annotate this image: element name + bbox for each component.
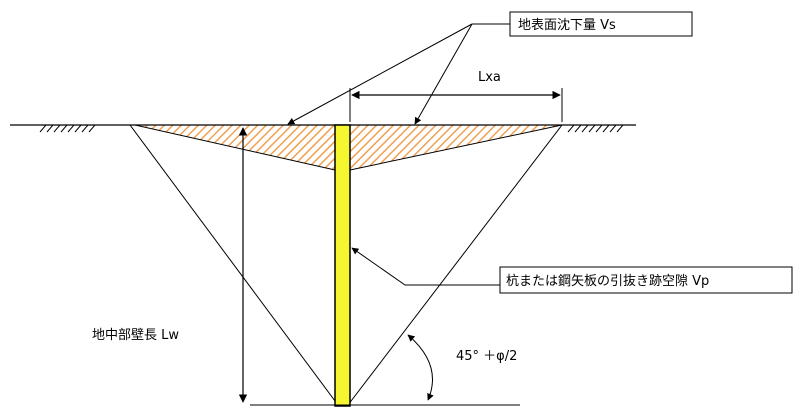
lxa-label: Lxa — [478, 70, 501, 85]
ground-hatch-right — [567, 124, 624, 133]
vs-leader-right — [414, 23, 473, 125]
ground-hatch-left — [39, 124, 96, 133]
vp-label-box — [499, 266, 793, 294]
settled-surface-left — [134, 124, 336, 171]
vp-label: 杭または鋼矢板の引抜き跡空隙 Vp — [506, 273, 709, 289]
angle-label: 45° ＋φ/2 — [456, 349, 517, 364]
angle-arc — [407, 334, 434, 401]
lw-label: 地中部壁長 Lw — [92, 328, 179, 343]
wedge-line-right — [347, 124, 563, 406]
sheet-pile — [334, 124, 351, 407]
vp-leader-line — [351, 247, 500, 286]
settled-surface-right — [349, 124, 563, 171]
vs-leader-left — [287, 23, 473, 125]
vs-label: 地表面沈下量 Vs — [518, 18, 616, 33]
wedge-line-left — [129, 124, 339, 406]
